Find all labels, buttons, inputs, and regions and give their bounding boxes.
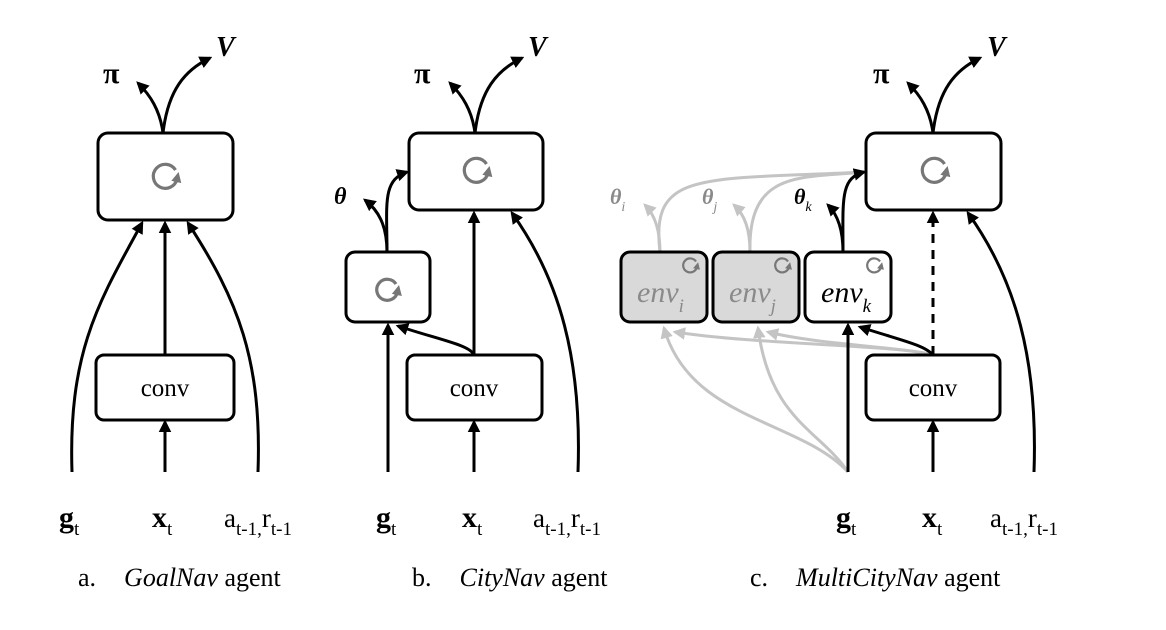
- goal-lstm-to-lstm-arrow: [385, 169, 410, 253]
- env-i-label: envi: [637, 276, 684, 317]
- obs-input-label: xt: [152, 501, 173, 540]
- goal-lstm-box: [344, 250, 432, 324]
- action-reward-input-label: at-1,rt-1: [533, 503, 601, 540]
- caption-c: c.MultiCityNav agent: [750, 563, 1001, 592]
- theta-i-arrow: [643, 203, 662, 253]
- conv-label: conv: [141, 375, 190, 402]
- env-j-label: envj: [729, 276, 776, 317]
- theta-label: θ: [334, 184, 347, 210]
- goal-to-env-i-arrow: [660, 325, 850, 474]
- policy-label: π: [414, 57, 431, 90]
- conv-label: conv: [909, 375, 958, 402]
- lstm-box: [864, 131, 1003, 212]
- value-label: V: [216, 32, 237, 63]
- recurrent-loop-icon: [920, 156, 951, 184]
- env-k-to-lstm-arrow: [841, 168, 867, 253]
- value-arrow: [931, 56, 983, 134]
- obs-input-label: xt: [922, 501, 943, 540]
- panel-a: π V conv gt xt at-1,rt-1 a.GoalNav agent: [59, 32, 292, 592]
- conv-to-env-j-arrow: [765, 328, 934, 357]
- theta-j-arrow: [732, 203, 752, 253]
- conv-to-env-k-arrow: [857, 324, 935, 357]
- goal-to-env-j-arrow: [753, 325, 850, 473]
- goal-input-label: gt: [59, 501, 80, 540]
- policy-label: π: [103, 57, 120, 90]
- recurrent-loop-icon: [375, 277, 402, 302]
- recurrent-loop-icon: [682, 257, 700, 274]
- recurrent-loop-icon: [866, 257, 884, 274]
- panel-c: π V envi envj envk θi θj θk conv: [610, 32, 1058, 592]
- env-j-to-lstm-line: [748, 170, 867, 253]
- theta-k-label: θk: [794, 184, 812, 215]
- policy-arrow: [448, 81, 477, 134]
- env-i-to-lstm-line: [657, 170, 867, 253]
- action-reward-to-lstm-arrow: [510, 210, 580, 473]
- policy-arrow: [906, 81, 935, 134]
- value-label: V: [987, 32, 1008, 63]
- value-arrow: [473, 56, 525, 134]
- caption-a: a.GoalNav agent: [78, 563, 282, 592]
- obs-input-label: xt: [462, 501, 483, 540]
- goal-input-label: gt: [836, 501, 857, 540]
- caption-b: b.CityNav agent: [412, 563, 608, 592]
- conv-to-env-i-arrow: [672, 327, 934, 357]
- recurrent-loop-icon: [462, 156, 493, 184]
- action-reward-input-label: at-1,rt-1: [224, 503, 292, 540]
- value-label: V: [528, 32, 549, 63]
- lstm-box: [96, 131, 235, 222]
- action-reward-to-lstm-arrow: [966, 210, 1036, 473]
- conv-to-goal-lstm-arrow: [395, 323, 476, 356]
- action-reward-to-lstm-arrow: [186, 220, 260, 473]
- theta-j-label: θj: [702, 184, 717, 215]
- theta-i-label: θi: [610, 184, 625, 215]
- lstm-box: [407, 131, 545, 212]
- theta-arrow: [363, 198, 389, 253]
- env-k-label: envk: [821, 276, 872, 317]
- conv-label: conv: [450, 375, 499, 402]
- theta-k-arrow: [826, 203, 845, 253]
- goal-input-label: gt: [376, 501, 397, 540]
- goal-to-lstm-arrow: [70, 220, 144, 473]
- panel-b: π V θ conv gt xt at-1,rt-1 b.CityNav age…: [334, 32, 608, 592]
- recurrent-loop-icon: [151, 162, 182, 190]
- policy-label: π: [873, 57, 890, 90]
- recurrent-loop-icon: [774, 257, 792, 274]
- action-reward-input-label: at-1,rt-1: [990, 503, 1058, 540]
- value-arrow: [161, 56, 213, 134]
- policy-arrow: [136, 81, 165, 134]
